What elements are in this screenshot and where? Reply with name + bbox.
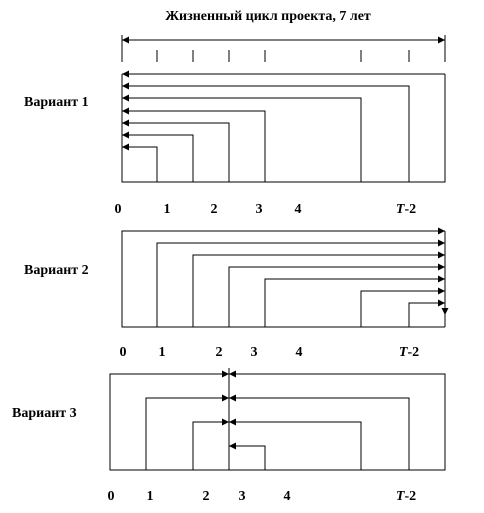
tick-t-2: T-2 [396, 202, 416, 217]
tick-t-letter: T [396, 202, 406, 217]
variant-1-diagram [121, 70, 446, 183]
variant-3-ticks: 0 1 2 3 4 T-2 [108, 489, 417, 504]
variant-3-diagram [109, 368, 446, 471]
tick-2: 2 [211, 202, 218, 217]
tick-3: 3 [239, 489, 246, 504]
variant-1-label: Вариант 1 [24, 95, 89, 110]
tick-t-suffix: -2 [407, 345, 419, 360]
variant-2-label: Вариант 2 [24, 263, 89, 278]
diagram-title: Жизненный цикл проекта, 7 лет [165, 9, 371, 24]
variant-2-diagram [121, 227, 449, 328]
tick-1: 1 [147, 489, 154, 504]
tick-1: 1 [159, 345, 166, 360]
variant-1-ticks: 0 1 2 3 4 T-2 [115, 202, 417, 217]
tick-4: 4 [295, 202, 302, 217]
tick-4: 4 [284, 489, 291, 504]
variant-2-ticks: 0 1 2 3 4 T-2 [120, 345, 420, 360]
tick-0: 0 [115, 202, 122, 217]
tick-3: 3 [251, 345, 258, 360]
tick-0: 0 [108, 489, 115, 504]
tick-t-2: T-2 [396, 489, 416, 504]
tick-4: 4 [296, 345, 303, 360]
tick-t-letter: T [396, 489, 406, 504]
tick-t-letter: T [399, 345, 409, 360]
tick-0: 0 [120, 345, 127, 360]
tick-2: 2 [216, 345, 223, 360]
tick-t-suffix: -2 [404, 489, 416, 504]
tick-t-2: T-2 [399, 345, 419, 360]
tick-2: 2 [203, 489, 210, 504]
variant-3-label: Вариант 3 [12, 406, 77, 421]
tick-1: 1 [164, 202, 171, 217]
tick-3: 3 [256, 202, 263, 217]
tick-t-suffix: -2 [404, 202, 416, 217]
lifecycle-scale [121, 35, 446, 62]
